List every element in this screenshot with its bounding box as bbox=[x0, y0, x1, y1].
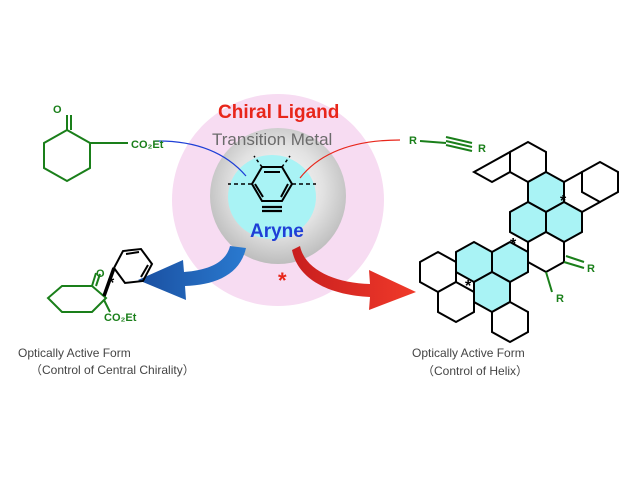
helix-stereo-mark-3: * bbox=[465, 278, 472, 295]
helix-r1-label: R bbox=[587, 263, 595, 275]
central-chirality-product bbox=[46, 247, 154, 313]
product-group-label: CO₂Et bbox=[104, 312, 137, 324]
ketoester-connector bbox=[154, 140, 247, 177]
ketoester-molecule bbox=[43, 115, 128, 183]
left-caption-subtitle: （Control of Central Chirality） bbox=[30, 363, 195, 377]
right-caption-subtitle: （Control of Helix） bbox=[422, 364, 529, 378]
helix-stereo-mark-1: * bbox=[560, 193, 567, 210]
left-caption-title: Optically Active Form bbox=[18, 346, 131, 360]
ketone-oxygen-label: O bbox=[53, 104, 62, 116]
alkyne-r-left-label: R bbox=[409, 135, 417, 147]
transition-metal-label: Transition Metal bbox=[212, 130, 333, 149]
alkyne-r-right-label: R bbox=[478, 143, 486, 155]
alkyne-molecule bbox=[419, 136, 473, 152]
blue-reaction-arrow bbox=[138, 246, 246, 300]
helix-stereo-mark-2: * bbox=[510, 236, 517, 253]
product-oxygen-label: O bbox=[96, 268, 105, 280]
aryne-benzene bbox=[228, 155, 316, 213]
aryne-core bbox=[228, 155, 316, 239]
alkyne-connector bbox=[299, 139, 401, 179]
helix-r2-label: R bbox=[556, 293, 564, 305]
center-star-mark: * bbox=[278, 268, 287, 293]
chiral-ligand-label: Chiral Ligand bbox=[218, 102, 340, 123]
helicene-product bbox=[419, 140, 619, 344]
right-caption-title: Optically Active Form bbox=[412, 346, 525, 360]
red-reaction-arrow bbox=[292, 246, 416, 310]
aryne-label: Aryne bbox=[250, 221, 304, 242]
product-stereo-mark: * bbox=[108, 275, 115, 292]
ketoester-group-label: CO₂Et bbox=[131, 139, 164, 151]
